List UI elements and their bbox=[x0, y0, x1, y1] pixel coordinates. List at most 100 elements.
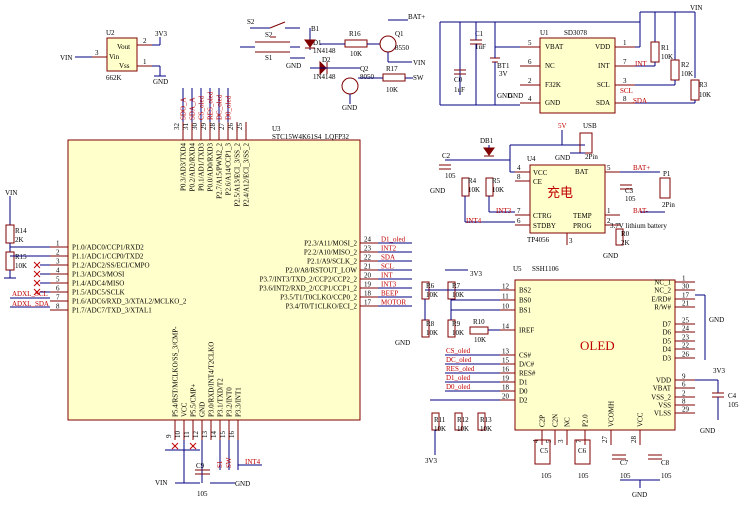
u3-top-net: SDA_A bbox=[189, 97, 197, 120]
r17-ref: R17 bbox=[386, 65, 398, 73]
power-switch-block: S2 S2 S1 GND B1 D1 1N4148 D2 1N4148 R16 … bbox=[240, 13, 425, 112]
u5-left-pin-num: 12 bbox=[502, 283, 510, 291]
u5-right-pin-num: 2 bbox=[682, 390, 686, 398]
u4-p5: 5 bbox=[607, 164, 611, 172]
b1-ref: B1 bbox=[311, 25, 320, 33]
u1-p8: 8 bbox=[623, 95, 627, 103]
u3-bottom-pin-num: 12 bbox=[192, 431, 200, 439]
u2-vout: Vout bbox=[117, 43, 130, 51]
u4-ce: CE bbox=[533, 178, 542, 186]
r14-value: 2K bbox=[15, 236, 24, 244]
s1-ref: S1 bbox=[265, 54, 273, 62]
u3-top-pin-num: 31 bbox=[182, 123, 190, 131]
r14-ref: R14 bbox=[15, 227, 27, 235]
c7-ref: C7 bbox=[620, 459, 629, 467]
c0-value: 1uF bbox=[454, 86, 465, 94]
r2-value: 10K bbox=[681, 70, 693, 78]
u3-top-pin-num: 28 bbox=[209, 123, 217, 131]
u3-bottom-pins: 9P5.4/RST/MCLKO/SS_3/CMP-10VCC11P5.5/CMP… bbox=[165, 326, 262, 483]
u1-p4: 4 bbox=[528, 95, 532, 103]
u3-right-pin-num: 23 bbox=[364, 245, 372, 253]
sw-gnd: GND bbox=[286, 62, 301, 70]
u3-bottom-pin-name: P5.4/RST/MCLKO/SS_3/CMP- bbox=[172, 326, 180, 417]
u5-value: SSH1106 bbox=[532, 265, 559, 273]
r11-ref: R11 bbox=[434, 416, 446, 424]
u5-right-pin-num: 17 bbox=[682, 292, 690, 300]
u5-left-pin-num: 13 bbox=[502, 348, 510, 356]
u5-right-pin-num: 30 bbox=[682, 283, 690, 291]
u5-left-pin-num: 10 bbox=[502, 303, 510, 311]
u3-top-pin-name: P2.7/A15/PWM2_2 bbox=[216, 143, 224, 199]
u3-right-pin-name: P2.1/A9/SCLK_2 bbox=[307, 258, 357, 266]
r0-ref: R0 bbox=[621, 230, 630, 238]
r1-value: 10K bbox=[661, 53, 673, 61]
u3-top-pin-num: 32 bbox=[173, 123, 181, 131]
u3-bottom-pin-num: 14 bbox=[210, 431, 218, 439]
u5-left-pin-name: D2 bbox=[519, 397, 528, 405]
u5-right-pin-num: 29 bbox=[682, 406, 690, 414]
u3-top-pin-num: 30 bbox=[191, 123, 199, 131]
u5-left-pin-num: 19 bbox=[502, 375, 510, 383]
u5-right-pin-num: 22 bbox=[682, 342, 690, 350]
u3-top-net: RES_oled bbox=[207, 91, 215, 120]
u5-left-pin-num: 15 bbox=[502, 357, 510, 365]
u4-stdby: STDBY bbox=[533, 222, 556, 230]
sw-net: SW bbox=[413, 74, 424, 82]
r9-value: 10K bbox=[452, 329, 464, 337]
oled-label: OLED bbox=[580, 338, 615, 353]
u5-left-pin-name: RES# bbox=[519, 370, 536, 378]
u4-ctrg: CTRG bbox=[533, 212, 552, 220]
bat-plus: BAT+ bbox=[633, 164, 650, 172]
u5-left-pin-name: BS1 bbox=[519, 307, 532, 315]
u3-left-pin-num: 2 bbox=[56, 249, 60, 257]
u4-p1: 1 bbox=[607, 207, 611, 215]
u3-right-pin-name: P2.3/A11/MOSI_2 bbox=[304, 240, 357, 248]
u3-bottom-pin-num: 16 bbox=[228, 431, 236, 439]
r6-ref: R6 bbox=[426, 282, 435, 290]
u3-value: STC15W4K61S4_LQFP32 bbox=[272, 133, 350, 141]
u3-left-pin-name: P1.2/ADC2/SS/ECI/CMPO bbox=[72, 262, 150, 270]
p1-pin: 2Pin bbox=[662, 201, 675, 209]
u2-value: 662K bbox=[106, 74, 122, 82]
u3-top-net: D0_oled bbox=[225, 95, 233, 120]
u5-right-pin-name: NC_2 bbox=[654, 287, 671, 295]
u5-right-pin-num: 8 bbox=[682, 398, 686, 406]
u5-left-pin-name: BS0 bbox=[519, 297, 532, 305]
u5-ref: U5 bbox=[513, 265, 522, 273]
r17-value: 10K bbox=[386, 86, 398, 94]
u3-top-pin-name: P0.0/AD0/RXD3 bbox=[207, 143, 215, 192]
u3-right-pin-num: 20 bbox=[364, 272, 372, 280]
c7-value: 105 bbox=[620, 472, 631, 480]
r7-value: 10K bbox=[452, 291, 464, 299]
u1-sda: SDA bbox=[596, 99, 610, 107]
u3-right-net: SCL bbox=[381, 263, 394, 271]
q1-ref: Q1 bbox=[395, 30, 404, 38]
bat-plus-net: BAT+ bbox=[408, 13, 425, 21]
c9-ref: C9 bbox=[196, 462, 205, 470]
bt1-value: 3V bbox=[499, 70, 508, 78]
s2-ref: S2 bbox=[247, 18, 255, 26]
r13-value: 10K bbox=[480, 425, 492, 433]
u5-left-pin-name: D0 bbox=[519, 388, 528, 396]
u3-right-net: SDA bbox=[381, 254, 395, 262]
u3-top-pin-num: 25 bbox=[236, 123, 244, 131]
u2-vin: Vin bbox=[109, 53, 120, 61]
u3-bottom-pin-name: GND bbox=[199, 402, 207, 417]
u1-gnd: GND bbox=[545, 99, 560, 107]
u4-prog: PROG bbox=[573, 222, 592, 230]
u4-ref: U4 bbox=[527, 155, 536, 163]
u2-p3: 3 bbox=[95, 49, 99, 57]
u2-net-3v3: 3V3 bbox=[155, 30, 168, 38]
u1-f32k: F32K bbox=[545, 81, 561, 89]
u5-bottom-pin-num: 3 bbox=[557, 439, 565, 443]
sw-vin-net: VIN bbox=[413, 59, 425, 67]
oled-3v3-bottom: 3V3 bbox=[425, 457, 438, 465]
u5-right-pin-name: E/RD# bbox=[652, 296, 672, 304]
charger-int3: INT3 bbox=[496, 207, 512, 215]
u3-right-pin-name: P3.7/INT3/TXD_2/CCP2/CCP2_2 bbox=[260, 276, 358, 284]
u4-vcc: VCC bbox=[533, 169, 548, 177]
r11-value: 10K bbox=[434, 425, 446, 433]
